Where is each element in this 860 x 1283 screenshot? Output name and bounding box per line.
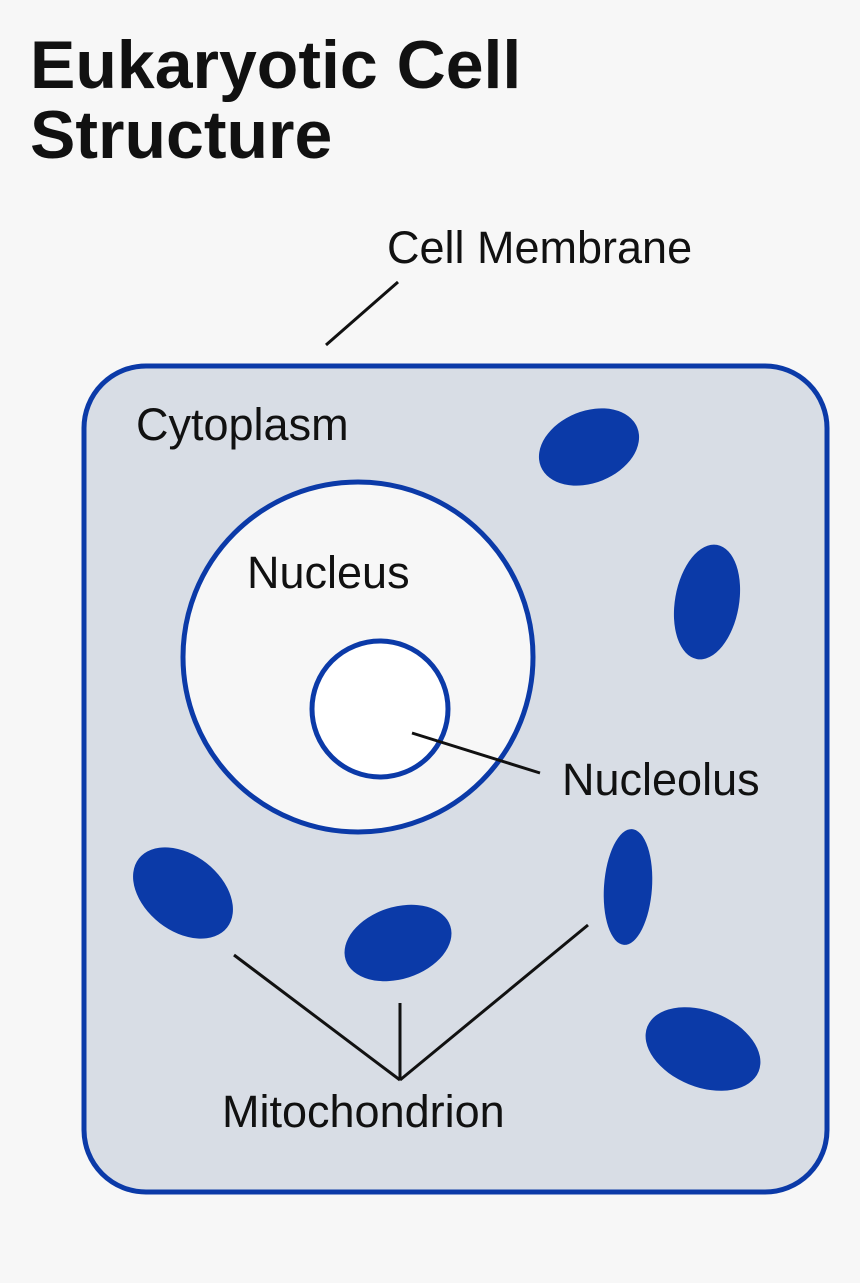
nucleus-label: Nucleus	[247, 547, 410, 598]
mitochondrion	[645, 1007, 761, 1091]
mitochondrion	[603, 829, 653, 945]
mitochondrion-leader-line-left	[233, 953, 401, 1082]
mitochondrion	[538, 408, 640, 486]
nucleolus	[309, 638, 451, 780]
mitochondrion-label: Mitochondrion	[222, 1086, 505, 1137]
cell-membrane-leader-line	[325, 280, 399, 347]
nucleolus-leader-line	[411, 731, 541, 775]
title-line-2: Structure	[30, 97, 333, 173]
page-title: Eukaryotic Cell Structure	[30, 30, 521, 170]
mitochondrion-leader-line-right	[399, 923, 589, 1082]
title-line-1: Eukaryotic Cell	[30, 27, 522, 103]
nucleolus-label: Nucleolus	[562, 754, 760, 805]
mitochondrion	[133, 847, 233, 939]
cell-membrane-label: Cell Membrane	[387, 222, 692, 273]
mitochondrion	[344, 904, 452, 982]
mitochondrion	[673, 544, 741, 660]
cytoplasm-label: Cytoplasm	[136, 399, 349, 450]
